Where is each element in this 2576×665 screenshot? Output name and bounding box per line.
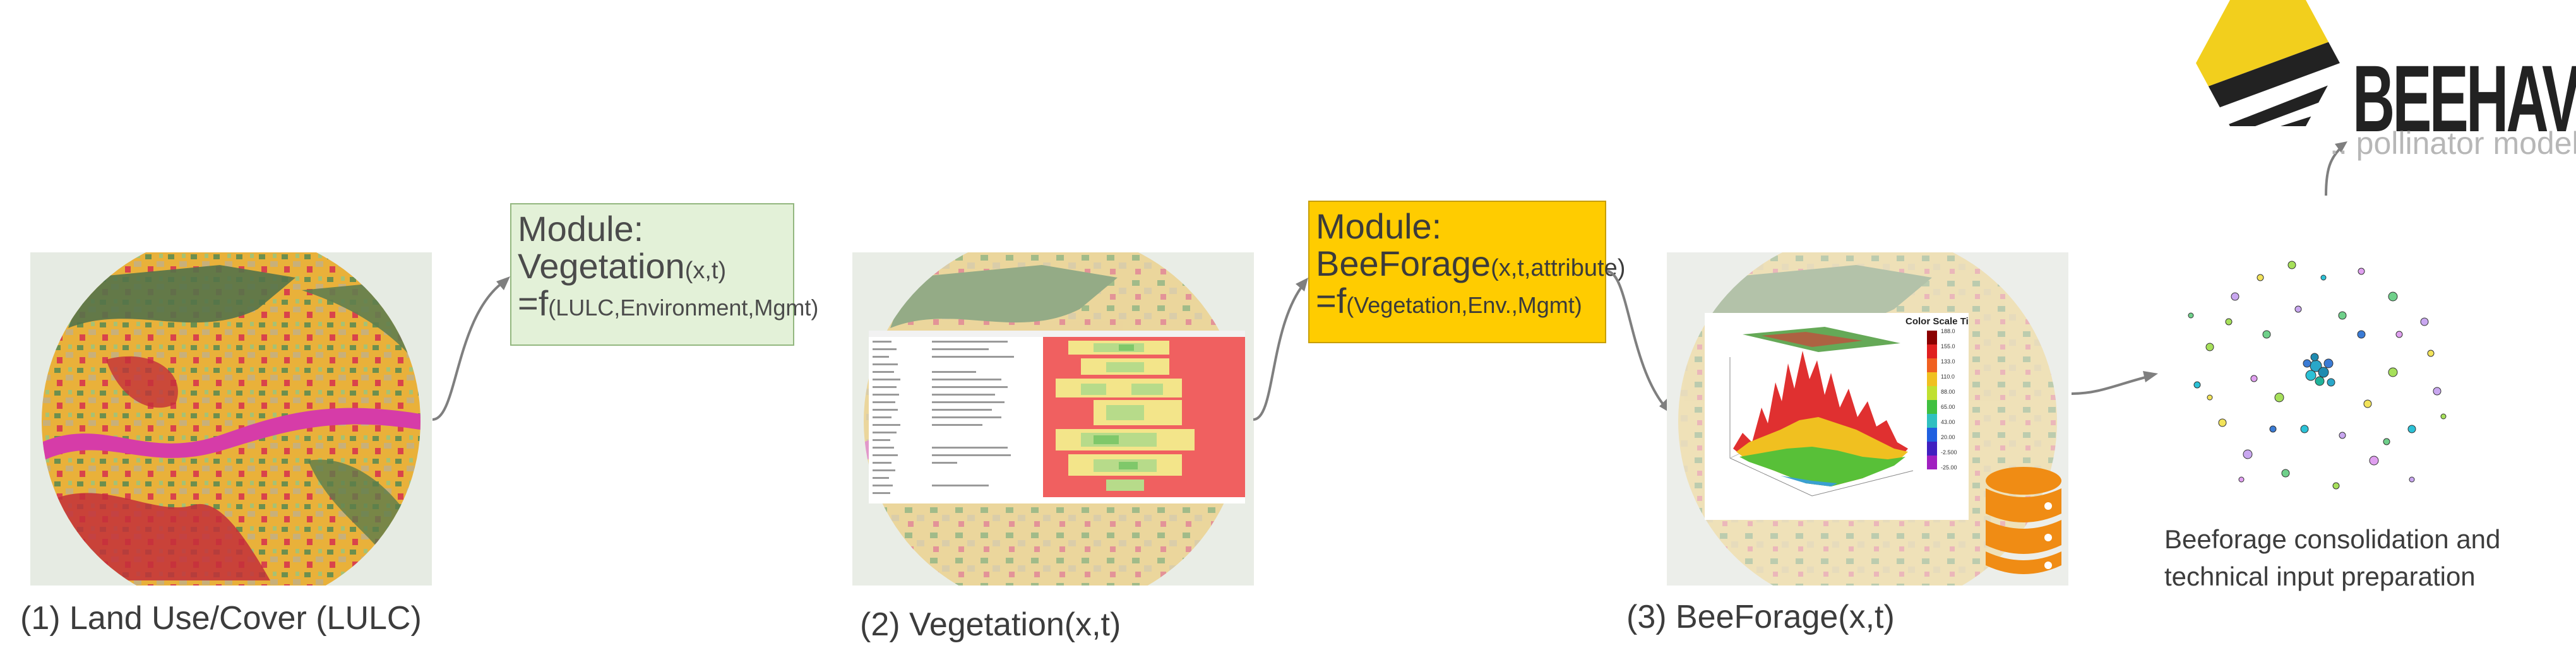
colorbar-tick: 110.0 <box>1941 374 1955 380</box>
beeforage-module-args: (x,t,attribute) <box>1491 254 1626 281</box>
vegetation-module-args: (x,t) <box>684 257 727 284</box>
vegetation-eq-prefix: =f <box>518 283 549 323</box>
colorbar-tick: 88.00 <box>1941 389 1955 395</box>
flow-arrow-1 <box>432 276 510 421</box>
vegetation-parameter-table <box>869 331 1245 503</box>
vegetation-caption: (2) Vegetation(x,t) <box>860 606 1121 643</box>
vegetation-eq-args: (LULC,Environment,Mgmt) <box>548 294 819 321</box>
colorbar-tick: 155.0 <box>1941 343 1955 350</box>
surface-plot-colorbar <box>1927 331 1937 469</box>
surface-plot: Color Scale Title 188.0 155.0 133.0 110.… <box>1705 313 1969 520</box>
lulc-map <box>30 252 432 586</box>
lulc-caption: (1) Land Use/Cover (LULC) <box>20 600 422 637</box>
beeforage-module: Module: BeeForage(x,t,attribute) =f(Vege… <box>1308 201 1625 343</box>
colorbar-tick: -25.00 <box>1941 464 1957 471</box>
vegetation-module-heading: Module: <box>518 209 644 249</box>
colorbar-tick: -2.500 <box>1941 449 1957 456</box>
flow-arrow-2 <box>1253 278 1308 421</box>
consolidation-line-2: technical input preparation <box>2164 561 2476 591</box>
beehave-wordmark: BEEHAVE <box>2352 45 2576 151</box>
vegetation-module: Module: Vegetation(x,t) =f(LULC,Environm… <box>510 203 818 346</box>
consolidation-line-1: Beeforage consolidation and <box>2164 524 2501 554</box>
surface-plot-title: Color Scale Title <box>1905 316 1969 327</box>
colorbar-tick: 133.0 <box>1941 358 1955 365</box>
vegetation-module-name: Vegetation <box>518 245 685 286</box>
colorbar-tick: 43.00 <box>1941 419 1955 425</box>
beehave-logo-icon <box>2196 0 2340 126</box>
beeforage-eq-prefix: =f <box>1316 280 1347 321</box>
consolidation-point-cloud <box>2188 261 2447 490</box>
flow-arrow-4 <box>2071 371 2158 395</box>
beeforage-module-name: BeeForage <box>1316 243 1491 283</box>
beeforage-caption: (3) BeeForage(x,t) <box>1626 599 1895 635</box>
colorbar-tick: 65.00 <box>1941 404 1955 410</box>
colorbar-tick: 188.0 <box>1941 328 1955 334</box>
beeforage-module-heading: Module: <box>1316 206 1442 246</box>
flow-arrow-5 <box>2325 141 2347 196</box>
consolidation-caption: Beeforage consolidation and technical in… <box>2164 521 2500 596</box>
beehave-tagline: .. pollinator models <box>2330 126 2576 161</box>
beeforage-eq-args: (Vegetation,Env.,Mgmt) <box>1346 291 1582 318</box>
colorbar-tick: 20.00 <box>1941 434 1955 440</box>
database-icon <box>1986 467 2061 574</box>
